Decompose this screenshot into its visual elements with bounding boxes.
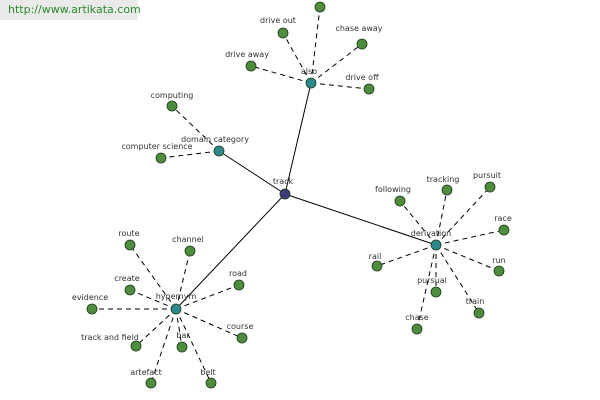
edge-track-also (284, 82, 312, 195)
node-run[interactable] (493, 265, 505, 277)
edge-hypernym-bar (175, 308, 183, 348)
node-also[interactable] (305, 77, 317, 89)
label-also: also (301, 67, 317, 76)
label-train: train (466, 297, 485, 306)
label-run: run (492, 256, 505, 265)
node-road[interactable] (233, 279, 245, 291)
label-bar: bar (176, 331, 190, 340)
node-train[interactable] (473, 307, 485, 319)
node-drive-away[interactable] (245, 60, 257, 72)
node-computer-science[interactable] (155, 152, 167, 164)
label-following: following (375, 185, 411, 194)
node-drive-off[interactable] (363, 83, 375, 95)
label-hypernym: hypernym (156, 292, 197, 301)
label-drive-away: drive away (225, 50, 269, 59)
edge-also-chase-away (310, 43, 363, 84)
edge-domain-category-computing (171, 105, 220, 152)
edge-track-domain-category (218, 150, 286, 195)
node-domain-category[interactable] (213, 145, 225, 157)
label-domain-category: domain category (181, 135, 249, 144)
edge-derivation-run (435, 244, 500, 272)
node-also-top[interactable] (314, 1, 326, 13)
label-chase-away: chase away (335, 24, 382, 33)
label-rail: rail (369, 252, 382, 261)
node-computing[interactable] (166, 100, 178, 112)
watermark-box: http://www.artikata.com (0, 0, 141, 20)
edge-hypernym-track-and-field (135, 308, 177, 347)
label-drive-out: drive out (260, 16, 296, 25)
label-race: race (494, 214, 512, 223)
node-artefact[interactable] (145, 377, 157, 389)
watermark-url[interactable]: http://www.artikata.com (8, 3, 141, 16)
node-following[interactable] (394, 195, 406, 207)
label-route: route (118, 229, 139, 238)
label-computing: computing (151, 91, 194, 100)
edge-hypernym-route (129, 244, 177, 310)
graph-edges (92, 6, 505, 384)
label-road: road (229, 269, 247, 278)
node-drive-out[interactable] (277, 27, 289, 39)
edge-derivation-tracking (435, 189, 448, 246)
label-derivation: derivation (411, 229, 451, 238)
node-pursual[interactable] (430, 286, 442, 298)
label-tracking: tracking (427, 175, 460, 184)
node-track-and-field[interactable] (130, 340, 142, 352)
edge-also-drive-away (250, 65, 312, 84)
edge-track-hypernym (175, 193, 286, 310)
node-derivation[interactable] (430, 239, 442, 251)
label-channel: channel (172, 235, 204, 244)
edge-also-drive-out (282, 32, 312, 84)
graph-labels: track also domain category derivation hypern… (72, 16, 512, 377)
label-track: track (273, 177, 294, 186)
node-race[interactable] (498, 224, 510, 236)
label-computer-science: computer science (121, 142, 192, 151)
label-create: create (114, 274, 139, 283)
edge-derivation-train (435, 244, 480, 314)
label-belt: belt (200, 368, 215, 377)
node-tracking[interactable] (441, 184, 453, 196)
edge-derivation-race (435, 229, 505, 246)
edge-hypernym-channel (175, 250, 191, 310)
edge-hypernym-road (175, 284, 240, 310)
edge-track-derivation (284, 193, 437, 246)
node-evidence[interactable] (86, 303, 98, 315)
node-course[interactable] (236, 332, 248, 344)
node-rail[interactable] (371, 260, 383, 272)
node-chase[interactable] (411, 323, 423, 335)
node-pursuit[interactable] (484, 181, 496, 193)
edge-hypernym-belt (175, 308, 212, 384)
node-channel[interactable] (184, 245, 196, 257)
node-route[interactable] (124, 239, 136, 251)
label-chase: chase (405, 313, 429, 322)
label-track-and-field: track and field (81, 333, 139, 342)
label-pursuit: pursuit (473, 171, 501, 180)
node-track[interactable] (279, 188, 291, 200)
edge-also-drive-off (310, 82, 370, 90)
node-create[interactable] (124, 284, 136, 296)
label-artefact: artefact (130, 368, 162, 377)
edge-derivation-following (399, 200, 437, 246)
node-bar[interactable] (176, 341, 188, 353)
edge-also-also-top (310, 6, 321, 84)
label-course: course (227, 322, 254, 331)
edge-domain-category-computer-science (160, 150, 220, 159)
edge-hypernym-artefact (150, 308, 177, 384)
edge-derivation-rail (376, 244, 437, 267)
label-drive-off: drive off (345, 73, 379, 82)
label-evidence: evidence (72, 293, 108, 302)
node-hypernym[interactable] (170, 303, 182, 315)
node-belt[interactable] (205, 377, 217, 389)
graph-nodes (86, 1, 510, 389)
edge-derivation-pursuit (435, 186, 491, 246)
node-chase-away[interactable] (356, 38, 368, 50)
edge-hypernym-course (175, 308, 243, 339)
label-pursual: pursual (417, 276, 447, 285)
